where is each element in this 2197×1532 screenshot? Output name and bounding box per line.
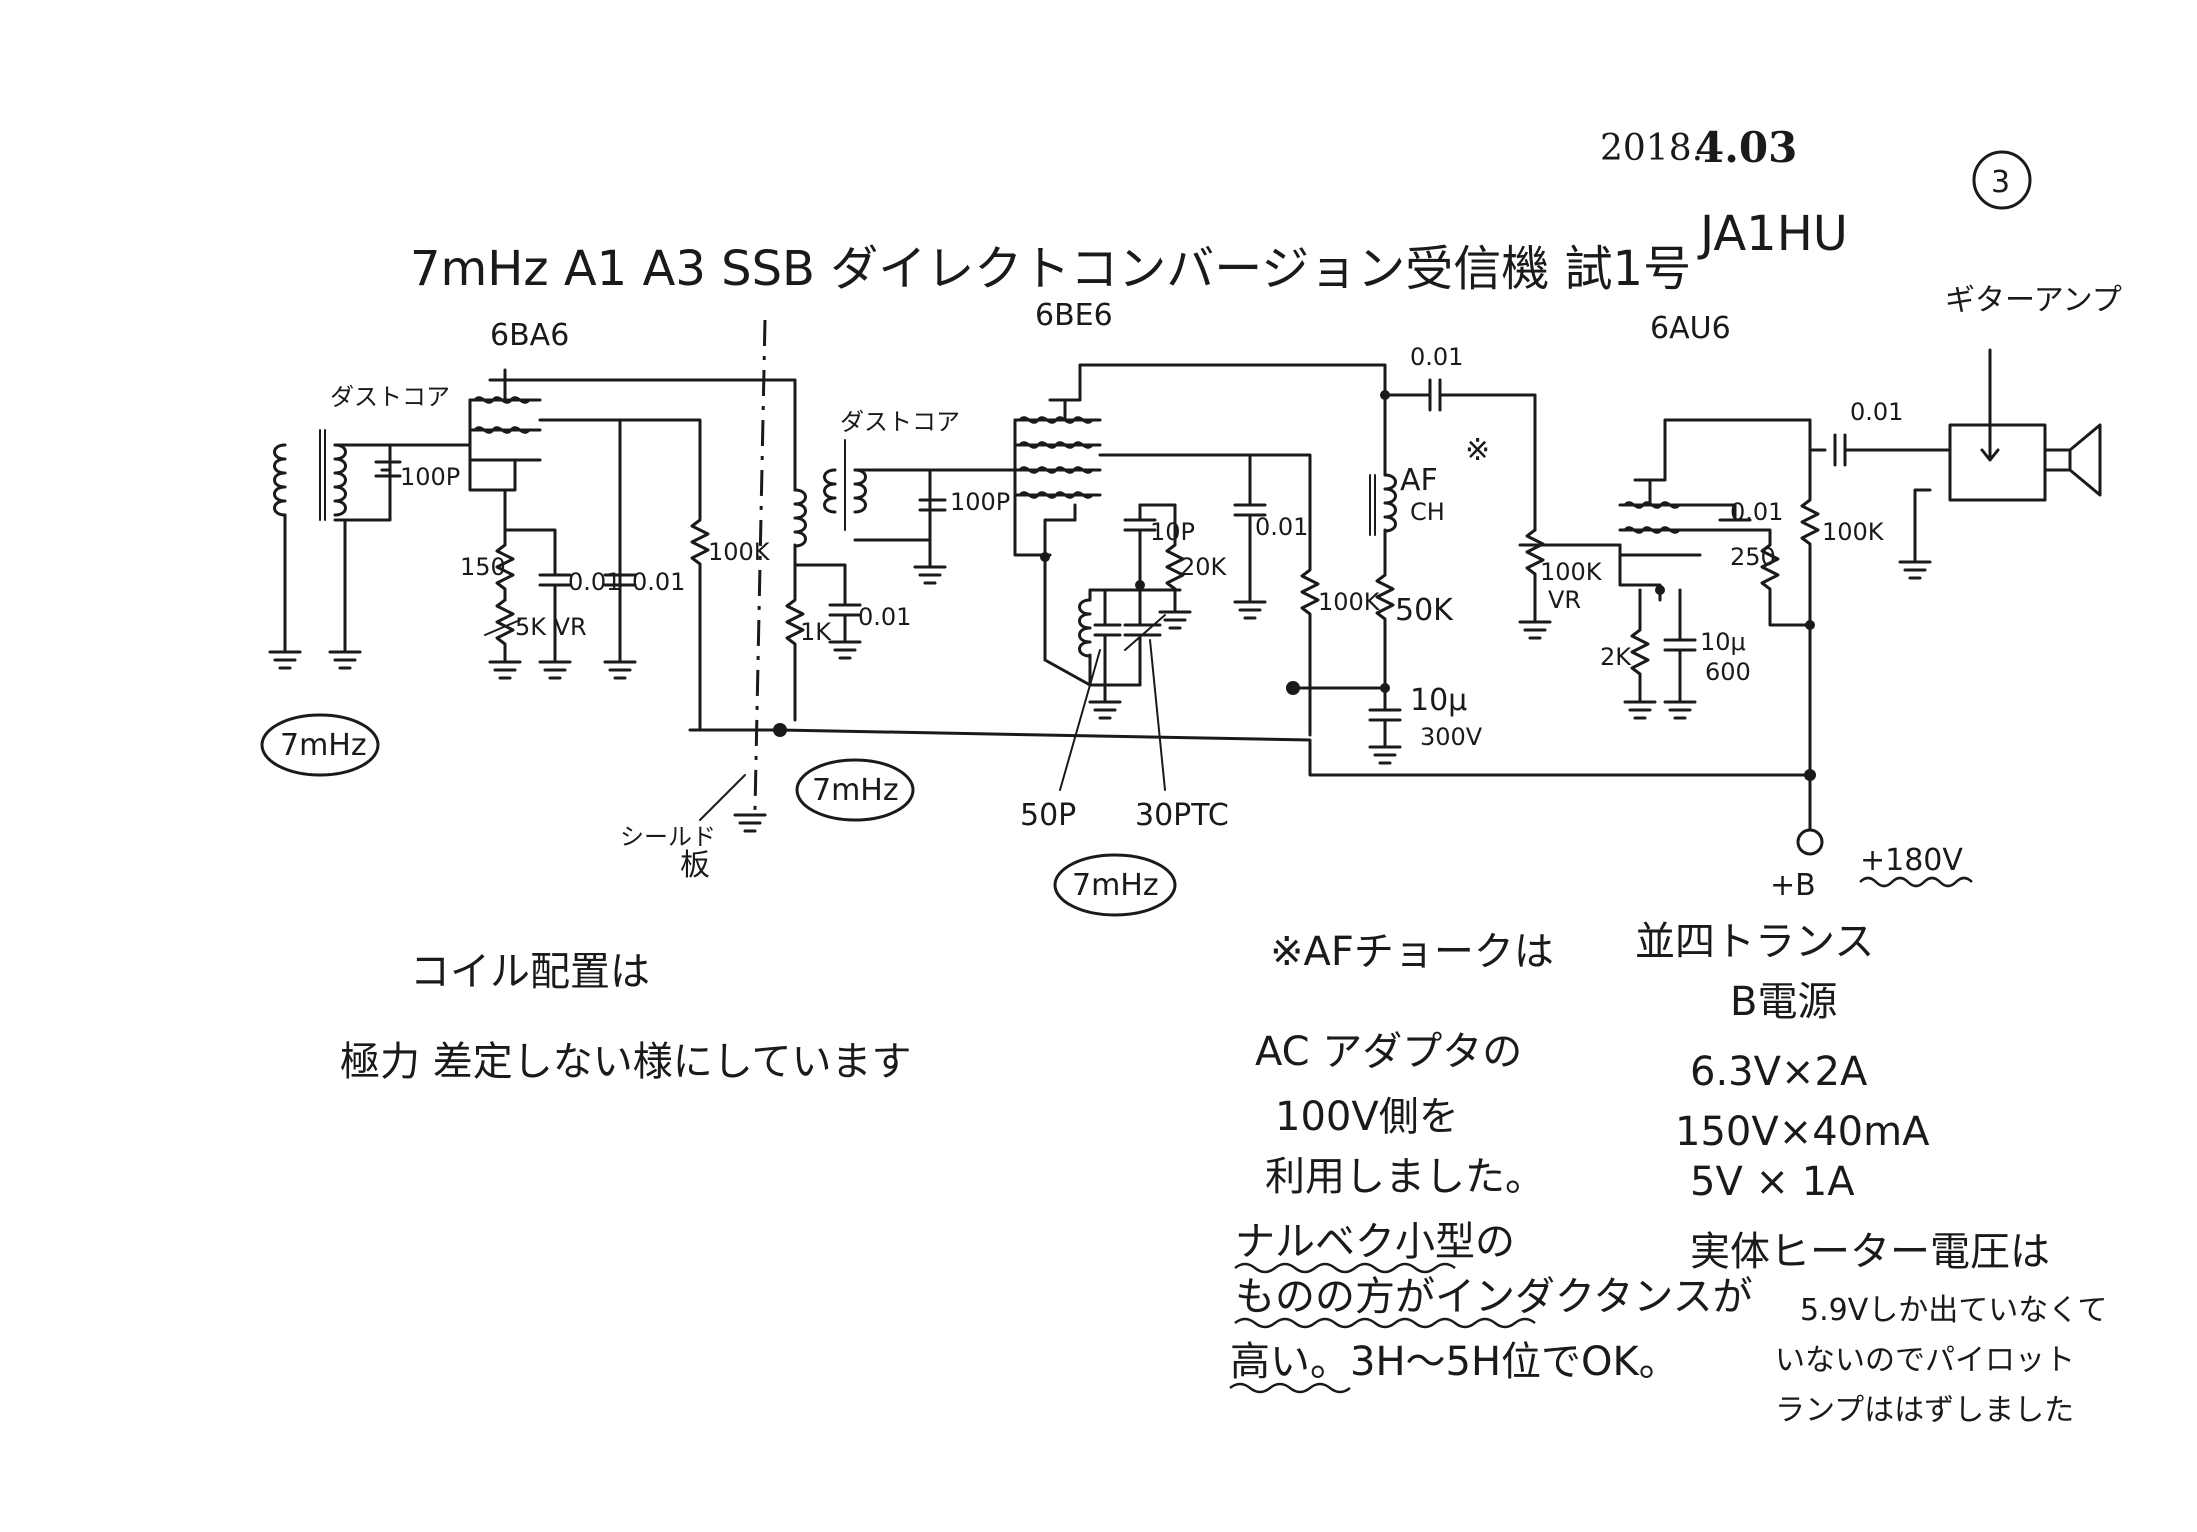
c-100p-2-label: 100P	[950, 488, 1010, 516]
page-number-circle	[1972, 150, 2032, 210]
b-voltage-label: +180V	[1860, 843, 1963, 878]
author-callsign: JA1HU	[1697, 206, 1848, 262]
date: 4.03	[1695, 123, 1797, 172]
note-af-2: AC アダプタの	[1255, 1029, 1522, 1075]
asterisk-label: ※	[1465, 433, 1490, 468]
note-coil-2: 極力 差定しない様にしています	[340, 1039, 912, 1085]
note-af-6: ものの方がインダクタンスが	[1235, 1274, 1753, 1320]
shield: シールド 板	[620, 319, 767, 883]
input-coil: ダストコア 100P 7mHz	[260, 383, 472, 777]
c-001-top-label: 0.01	[1410, 343, 1463, 371]
vr-100k-label: 100K	[1540, 558, 1603, 586]
date-prefix: 2018.	[1600, 128, 1703, 169]
c-10u-600-sub-label: 600	[1705, 658, 1751, 686]
mixer-stage: 0.01 100K 10P 20K 50P 30PTC 7mHz 7mHz	[795, 363, 1387, 917]
tube-labels: 6BA6 6BE6 6AU6 ギターアンプ	[490, 283, 2122, 353]
band-badge-b	[795, 758, 915, 822]
c-001-out-label: 0.01	[1850, 398, 1903, 426]
vr-100k-sub-label: VR	[1548, 586, 1581, 614]
c-10u-300-sub-label: 300V	[1420, 723, 1483, 751]
shield-label: シールド	[620, 823, 716, 851]
band-b-label: 7mHz	[812, 773, 899, 808]
band-badge-c	[1053, 853, 1177, 917]
note-coil-1: コイル配置は	[410, 949, 650, 995]
note-tr-6: 実体ヒーター電圧は	[1690, 1229, 2050, 1275]
r-1k-label: 1K	[800, 618, 832, 646]
note-af-1: ※AFチョークは	[1270, 929, 1554, 975]
guitar-amp-label: ギターアンプ	[1945, 283, 2122, 318]
c-001-c-label: 0.01	[858, 603, 911, 631]
r-50k-label: 50K	[1395, 593, 1454, 628]
tube-af-label: 6AU6	[1650, 311, 1731, 346]
b-plus-label: +B	[1770, 868, 1816, 903]
note-tr-7: 5.9Vしか出ていなくて	[1800, 1293, 2107, 1328]
c-10u-600-label: 10μ	[1700, 628, 1746, 656]
r-150-label: 150	[460, 553, 506, 581]
af-choke-label: AF	[1400, 463, 1438, 498]
note-tr-2: B電源	[1730, 979, 1837, 1025]
header: 2018. 4.03 3 7mHz A1 A3 SSB ダイレクトコンバージョン…	[410, 123, 2032, 297]
c-001-a-label: 0.01	[568, 568, 621, 596]
b-plus-rail: +B +180V	[688, 723, 1973, 903]
rf-stage: 150 5K VR 0.01 0.01 100K	[460, 368, 782, 732]
c-30ptc-label: 30PTC	[1135, 798, 1229, 833]
note-tr-9: ランプははずしました	[1775, 1393, 2074, 1428]
note-af-7: 高い。3H〜5H位でOK。	[1230, 1339, 1679, 1385]
note-af-3: 100V側を	[1275, 1094, 1459, 1140]
r-20k-label: 20K	[1180, 553, 1228, 581]
af-section: 0.01 AF CH ※ 50K 10μ 300V 100K VR	[1286, 343, 1622, 765]
note-af-5: ナルベク小型の	[1235, 1219, 1515, 1265]
note-tr-5: 5V × 1A	[1690, 1159, 1855, 1205]
note-tr-8: いないのでパイロット	[1775, 1343, 2075, 1378]
c-10u-300-label: 10μ	[1410, 683, 1467, 718]
r-100k-b-label: 100K	[1318, 588, 1381, 616]
page-number: 3	[1991, 165, 2010, 200]
r-2k-label: 2K	[1600, 643, 1632, 671]
c-100p-label: 100P	[400, 463, 460, 491]
note-tr-3: 6.3V×2A	[1690, 1049, 1868, 1095]
af-stage: 0.01 250 2K 10μ 600 0.01 100K	[1600, 348, 2102, 777]
note-af-4: 利用しました。	[1265, 1154, 1545, 1200]
c-001-d-label: 0.01	[1255, 513, 1308, 541]
c-10p-label: 10P	[1150, 518, 1195, 546]
note-tr-4: 150V×40mA	[1675, 1109, 1930, 1155]
notes: コイル配置は 極力 差定しない様にしています ※AFチョークは AC アダプタの…	[340, 919, 2107, 1428]
r-100k-c-label: 100K	[1822, 518, 1885, 546]
c-001-b-label: 0.01	[632, 568, 685, 596]
band-badge-a	[260, 713, 380, 777]
dust-core-label-1: ダストコア	[330, 383, 450, 411]
tube-rf-label: 6BA6	[490, 318, 569, 353]
r-250-label: 250	[1730, 543, 1776, 571]
c-50p-label: 50P	[1020, 798, 1076, 833]
page-title: 7mHz A1 A3 SSB ダイレクトコンバージョン受信機 試1号	[410, 241, 1691, 297]
dust-core-label-2: ダストコア	[840, 408, 960, 436]
band-c-label: 7mHz	[1072, 868, 1159, 903]
interstage: 1K 0.01 ダストコア 100P	[778, 378, 1017, 722]
guitar-amp-box	[1948, 423, 2047, 502]
vr-5k-label: 5K VR	[515, 613, 587, 641]
tube-mixer-label: 6BE6	[1035, 298, 1113, 333]
band-a-label: 7mHz	[280, 728, 367, 763]
note-tr-1: 並四トランス	[1635, 919, 1874, 965]
af-choke-sub-label: CH	[1410, 498, 1445, 526]
speaker-icon	[2043, 423, 2102, 497]
shield-sub-label: 板	[680, 848, 710, 883]
c-001-e-label: 0.01	[1730, 498, 1783, 526]
